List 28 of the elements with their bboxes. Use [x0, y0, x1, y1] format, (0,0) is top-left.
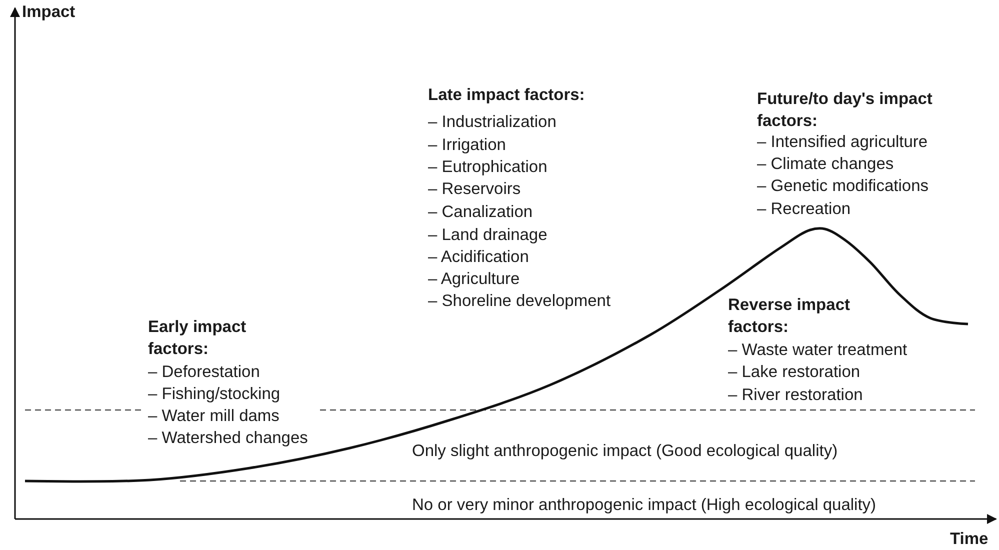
factor-item: – River restoration — [728, 385, 863, 406]
factor-item: – Genetic modifications — [757, 176, 929, 197]
factor-item: – Lake restoration — [728, 362, 860, 383]
factor-item: – Climate changes — [757, 154, 894, 175]
factor-item: – Canalization — [428, 202, 533, 223]
factor-item: – Land drainage — [428, 225, 548, 246]
factor-item: – Deforestation — [148, 362, 260, 383]
factor-item: – Intensified agriculture — [757, 132, 928, 153]
factor-item: – Water mill dams — [148, 406, 280, 427]
factor-item: – Reservoirs — [428, 179, 521, 200]
factor-item: – Watershed changes — [148, 428, 308, 449]
group-heading: Reverse impact factors: — [728, 295, 851, 338]
axis-title: Time — [950, 529, 988, 550]
axis-title: Impact — [22, 2, 76, 23]
factor-item: – Waste water treatment — [728, 340, 908, 361]
factor-item: – Shoreline development — [428, 291, 611, 312]
group-heading: Early impact factors: — [148, 317, 248, 360]
group-heading: Late impact factors: — [428, 85, 585, 106]
factor-item: – Industrialization — [428, 112, 556, 133]
factor-item: – Recreation — [757, 199, 851, 220]
factor-item: – Irrigation — [428, 135, 506, 156]
zone-label: No or very minor anthropogenic impact (High ecological quality) — [412, 495, 876, 516]
zone-label: Only slight anthropogenic impact (Good ecological quality) — [412, 441, 838, 462]
factor-item: – Eutrophication — [428, 157, 548, 178]
factor-item: – Fishing/stocking — [148, 384, 280, 405]
factor-item: – Acidification — [428, 247, 529, 268]
group-heading: Future/to day's impact factors: — [757, 89, 934, 132]
factor-item: – Agriculture — [428, 269, 520, 290]
